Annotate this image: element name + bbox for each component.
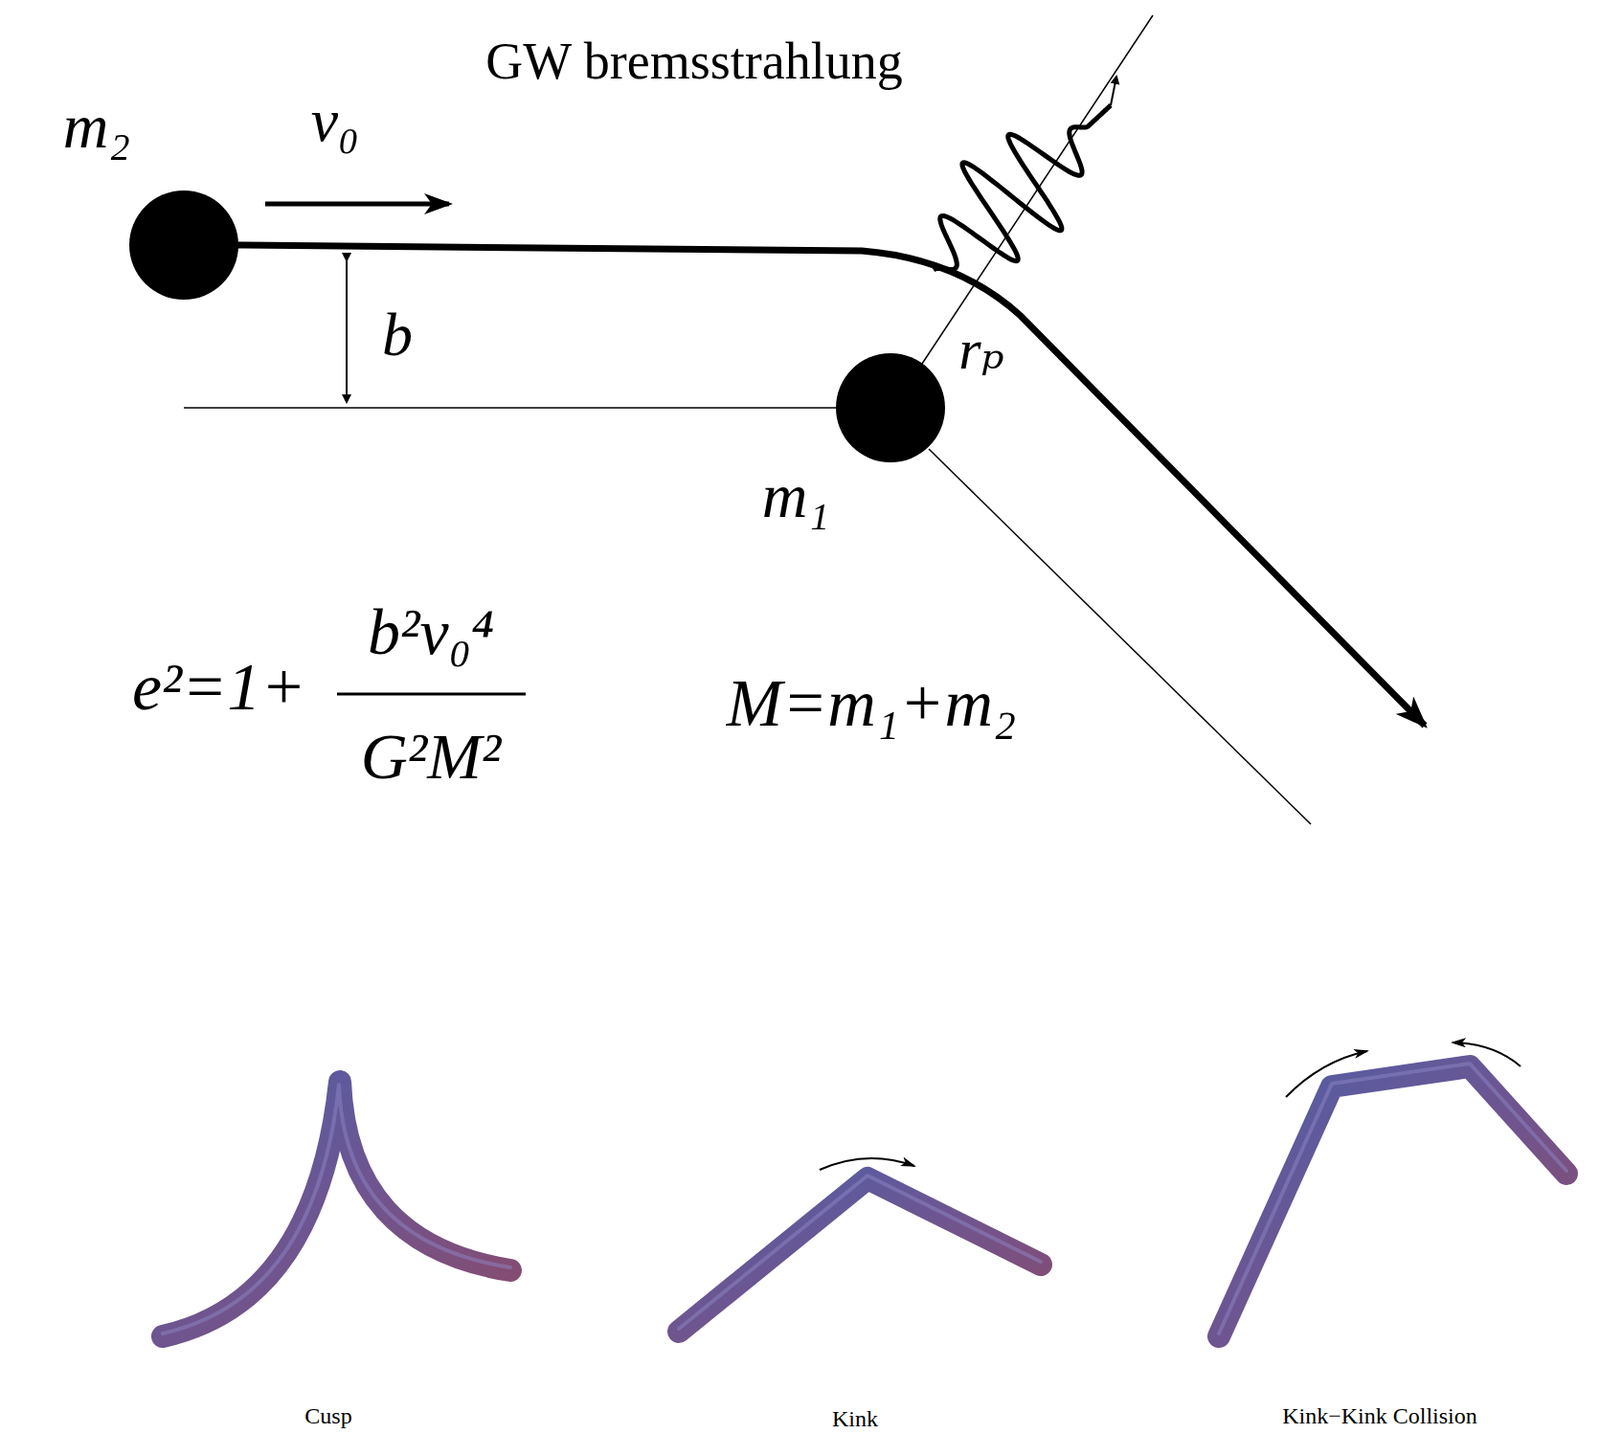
- string-figures: [162, 1063, 1567, 1337]
- equation-part: G²M²: [360, 723, 502, 789]
- caption: Kink−Kink Collision: [1282, 1404, 1478, 1428]
- fraction-bar: [337, 693, 526, 697]
- equation-part: b²v₀⁴: [367, 599, 495, 665]
- motion-arrows: [819, 1042, 1521, 1171]
- velocity-arrow: [265, 202, 450, 207]
- mass-circle: [129, 190, 239, 300]
- mass-circle: [835, 353, 946, 463]
- trajectory: [234, 245, 1425, 726]
- gw-arrow: [1110, 76, 1117, 106]
- mass-label: m₁: [762, 464, 831, 528]
- equation-label: M=m₁+m₂: [726, 670, 1017, 738]
- impact-arrow: [345, 260, 348, 403]
- caption: Cusp: [304, 1404, 352, 1428]
- gw-wave: [933, 105, 1111, 271]
- equation-part: e²=1+: [132, 653, 307, 722]
- guide-lines: [183, 15, 1311, 825]
- velocity-label: v₀: [311, 90, 361, 152]
- title-label: GW bremsstrahlung: [485, 35, 902, 88]
- caption: Kink: [832, 1407, 879, 1431]
- impact-label: b: [382, 304, 413, 366]
- periapsis-label: rₚ: [958, 320, 1004, 379]
- mass-label: m₂: [63, 94, 132, 158]
